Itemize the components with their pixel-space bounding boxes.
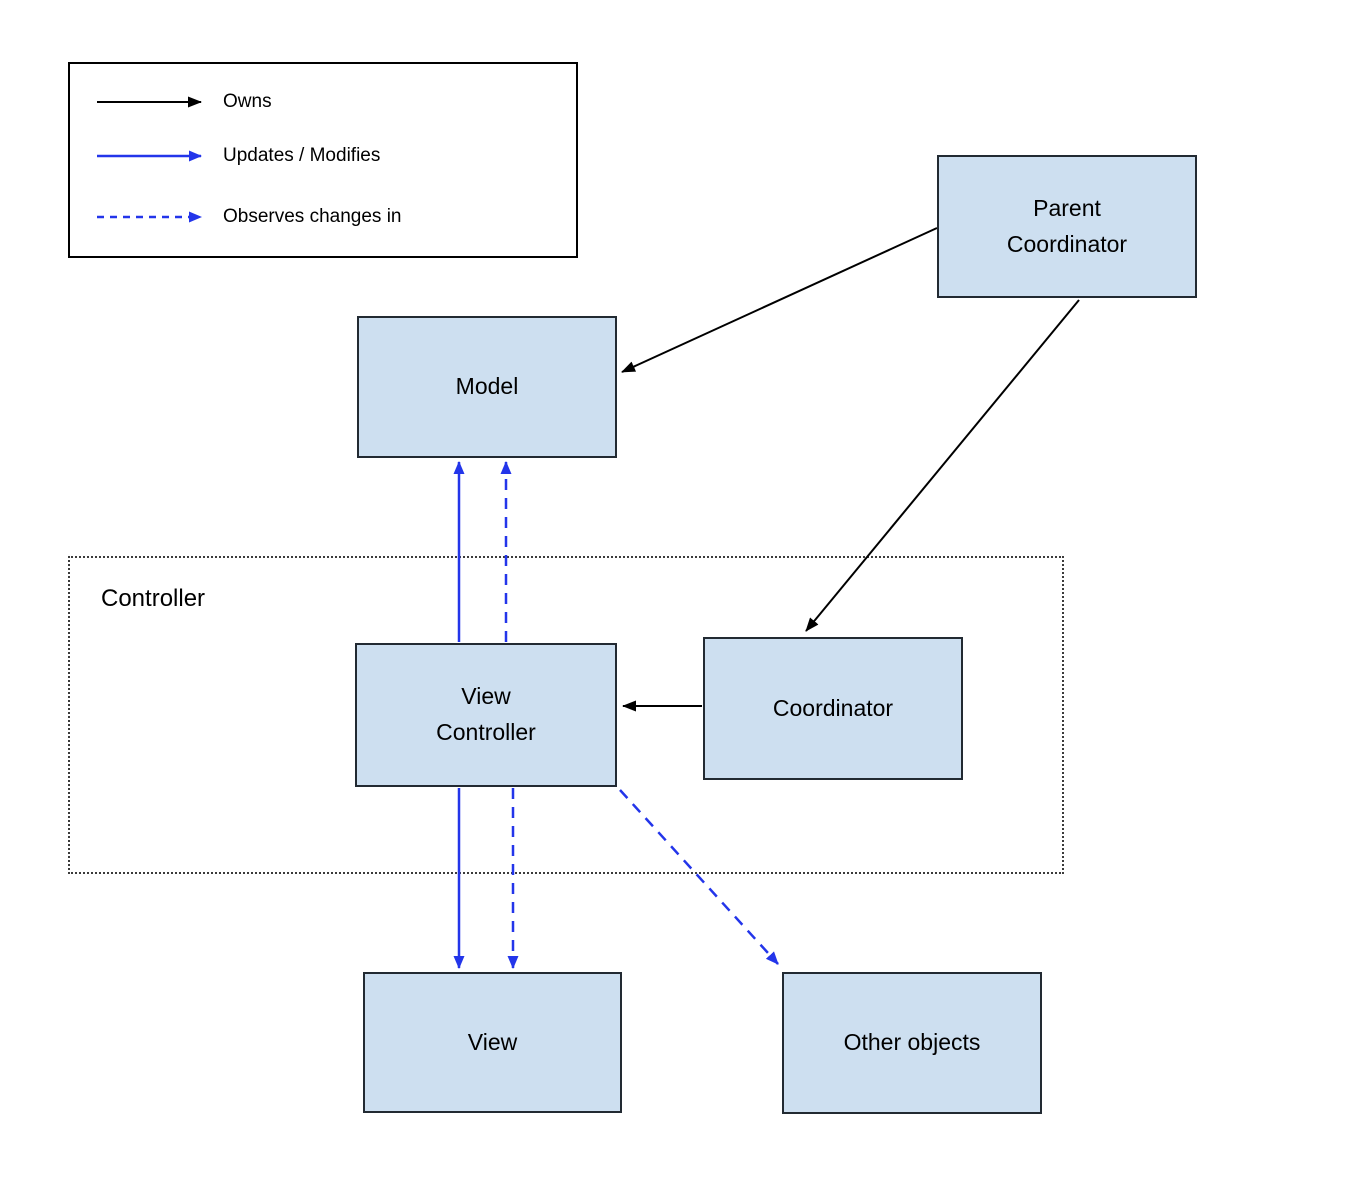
- node-label-view-controller: View Controller: [436, 683, 536, 745]
- node-view-controller: View Controller: [355, 643, 617, 787]
- observes-arrow-view-controller-to-other-objects: [619, 789, 779, 965]
- legend-label-updates: Updates / Modifies: [223, 145, 381, 166]
- owns-arrow-icon: [97, 96, 202, 108]
- owns-arrow-parent-coordinator-to-model: [621, 227, 938, 373]
- legend-row-updates: Updates / Modifies: [70, 145, 576, 167]
- node-other-objects: Other objects: [782, 972, 1042, 1114]
- updates-arrow-icon: [97, 150, 202, 162]
- observes-arrow-icon: [97, 211, 202, 223]
- node-label-coordinator: Coordinator: [772, 694, 894, 721]
- controller-group-label: Controller: [101, 585, 206, 612]
- node-label-other-objects: Other objects: [843, 1029, 981, 1056]
- legend-row-observes: Observes changes in: [70, 206, 576, 228]
- controller-group-box: Controller: [68, 556, 1064, 874]
- owns-arrow-parent-coordinator-to-coordinator: [805, 299, 1080, 632]
- node-coordinator: Coordinator: [703, 637, 963, 780]
- node-label-model: Model: [455, 373, 519, 400]
- node-parent-coordinator: Parent Coordinator: [937, 155, 1197, 298]
- node-label-parent-coordinator: Parent Coordinator: [1006, 194, 1128, 257]
- legend-label-owns: Owns: [223, 91, 272, 112]
- legend-label-observes: Observes changes in: [223, 206, 402, 227]
- node-view: View: [363, 972, 622, 1113]
- node-model: Model: [357, 316, 617, 458]
- legend-row-owns: Owns: [70, 91, 576, 113]
- legend-box: Owns Updates / Modifies Observes changes…: [68, 62, 578, 258]
- node-label-view: View: [467, 1028, 518, 1055]
